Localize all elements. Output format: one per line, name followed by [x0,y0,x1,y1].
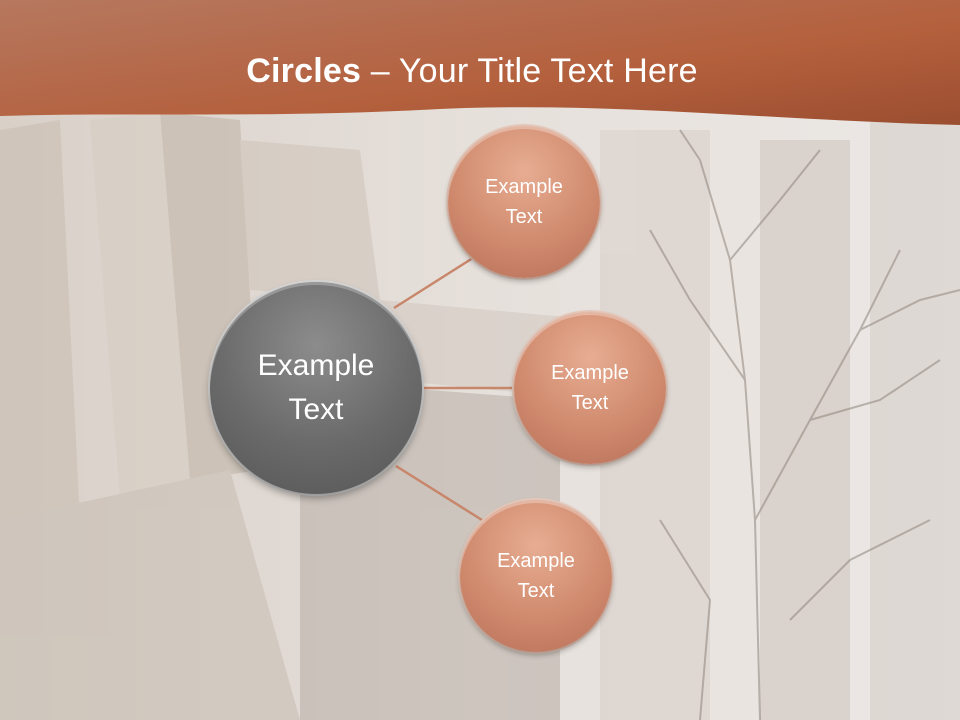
center-circle-line2: Text [288,393,344,426]
node-3-line2: Text [517,580,555,602]
center-circle: Example Text [210,282,422,494]
node-1-line2: Text [505,206,543,228]
node-2-line2: Text [571,392,609,414]
connector-1 [393,254,477,310]
node-3-line1: Example [497,550,575,572]
title-bold: Circles [246,52,362,90]
center-circle-line1: Example [257,349,375,382]
connector-3 [395,464,483,522]
title-rest: – Your Title Text Here [361,52,698,90]
node-circle-3: Example Text [460,500,612,652]
node-circle-2: Example Text [514,312,666,464]
slide-title: Circles – Your Title Text Here [0,52,944,91]
header-band [0,0,960,125]
connectors [393,254,516,522]
node-1-line1: Example [485,176,563,198]
node-circle-1: Example Text [448,126,600,278]
node-2-line1: Example [551,362,629,384]
tree-branches-illustration [649,129,960,720]
